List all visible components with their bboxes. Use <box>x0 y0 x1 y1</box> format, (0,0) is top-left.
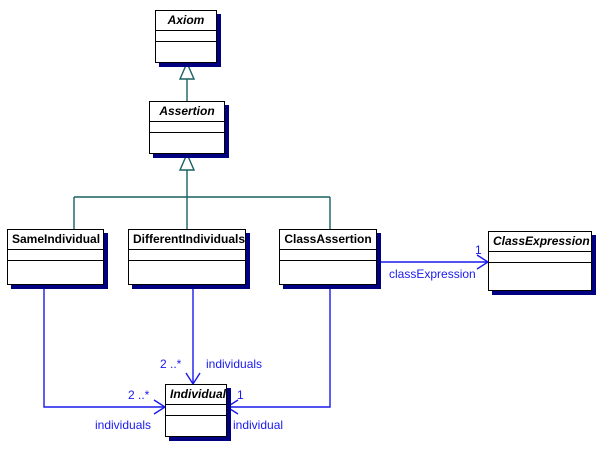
class-operations-compartment <box>150 133 224 184</box>
association-multiplicity-differentindividuals: 2 ..* <box>160 357 182 371</box>
class-name-classassertion: ClassAssertion <box>280 230 376 250</box>
class-attributes-compartment <box>8 250 103 261</box>
generalization-tree-to-assertion <box>73 152 331 229</box>
association-role-label-classexpression: classExpression <box>389 267 476 281</box>
class-box-assertion[interactable]: Assertion <box>149 101 225 154</box>
class-box-differentindividuals[interactable]: DifferentIndividuals <box>128 229 246 285</box>
association-line <box>228 289 331 408</box>
open-arrowhead <box>225 399 239 415</box>
association-role-label-differentindividuals-individuals: individuals <box>206 357 263 371</box>
class-operations-compartment <box>280 261 376 315</box>
class-box-classexpression[interactable]: ClassExpression <box>488 231 592 291</box>
class-operations-compartment <box>489 263 591 321</box>
class-name-assertion: Assertion <box>150 102 224 122</box>
association-multiplicity-classexpression: 1 <box>475 243 482 257</box>
class-name-sameindividual: SameIndividual <box>8 230 103 250</box>
class-box-individual[interactable]: Individual <box>165 384 227 437</box>
association-multiplicity-sameindividual: 2 ..* <box>128 388 150 402</box>
class-name-axiom: Axiom <box>156 11 216 31</box>
class-name-differentindividuals: DifferentIndividuals <box>129 230 245 250</box>
class-attributes-compartment <box>166 405 226 416</box>
generalization-triangle <box>178 61 196 80</box>
association-line <box>43 289 164 408</box>
association-role-label-classassertion-individual: individual <box>233 418 284 432</box>
association-multiplicity-classassertion-individual: 1 <box>237 388 244 402</box>
association-role-label-sameindividual-individuals: individuals <box>95 418 152 432</box>
class-name-classexpression: ClassExpression <box>489 232 591 252</box>
class-attributes-compartment <box>129 250 245 261</box>
association-classassertion-individual <box>225 289 331 415</box>
class-operations-compartment <box>156 42 216 93</box>
class-operations-compartment <box>166 416 226 450</box>
class-box-axiom[interactable]: Axiom <box>155 10 217 63</box>
generalization-assertion-to-axiom <box>178 61 196 101</box>
class-box-sameindividual[interactable]: SameIndividual <box>7 229 104 285</box>
class-name-individual: Individual <box>166 385 226 405</box>
class-attributes-compartment <box>280 250 376 261</box>
class-box-classassertion[interactable]: ClassAssertion <box>279 229 377 285</box>
class-attributes-compartment <box>156 31 216 42</box>
class-operations-compartment <box>129 261 245 315</box>
class-attributes-compartment <box>489 252 591 263</box>
class-attributes-compartment <box>150 122 224 133</box>
class-operations-compartment <box>8 261 103 315</box>
